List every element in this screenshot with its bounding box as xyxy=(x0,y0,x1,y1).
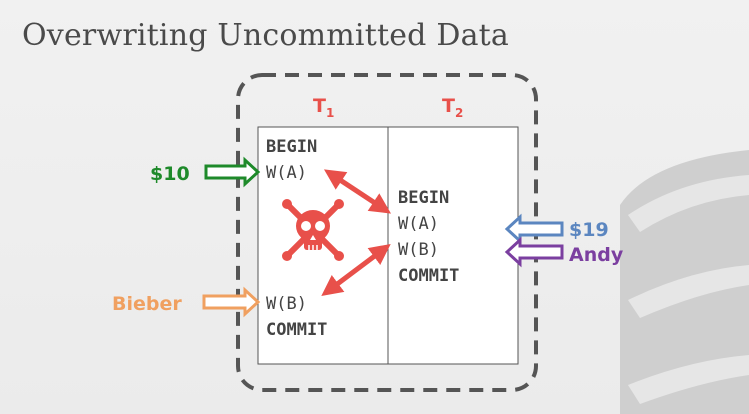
skull-crossbones-icon xyxy=(282,199,344,261)
t2-begin: BEGIN xyxy=(398,188,449,208)
input-value-t1-write-a: $10 xyxy=(150,163,190,185)
t1-write-b: W(B) xyxy=(266,294,307,314)
input-value-t2-write-b: Andy xyxy=(569,244,624,266)
arrow-right-icon xyxy=(204,156,261,188)
input-value-t1-write-b: Bieber xyxy=(112,293,182,315)
t2-header: T2 xyxy=(442,95,463,120)
slide-title: Overwriting Uncommitted Data xyxy=(22,18,510,53)
t1-commit: COMMIT xyxy=(266,320,327,340)
t1-header: T1 xyxy=(313,95,334,120)
t2-commit: COMMIT xyxy=(398,266,459,286)
t2-write-b: W(B) xyxy=(398,240,439,260)
conflict-arrow-write-b xyxy=(321,243,391,297)
conflict-arrow-write-a xyxy=(323,169,392,214)
arrow-left-icon xyxy=(504,236,564,268)
arrow-right-icon xyxy=(202,286,261,318)
t1-begin: BEGIN xyxy=(266,137,317,157)
t1-write-a: W(A) xyxy=(266,163,307,183)
t2-write-a: W(A) xyxy=(398,214,439,234)
input-value-t2-write-a: $19 xyxy=(569,219,609,241)
arrow-left-icon xyxy=(504,213,564,245)
database-cylinder-icon xyxy=(620,150,749,414)
